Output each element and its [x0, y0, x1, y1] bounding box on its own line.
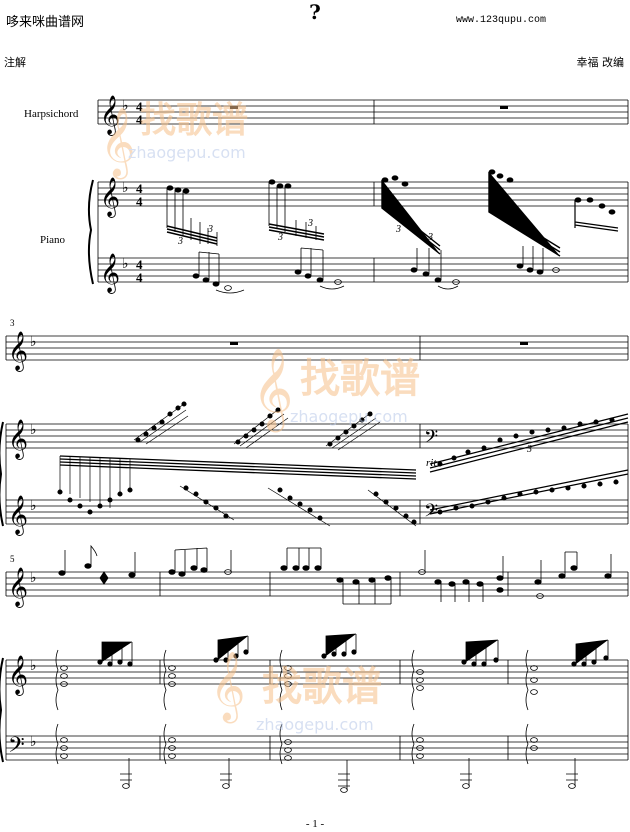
treble-clef-icon: 𝄞 [8, 655, 28, 696]
treble-clef-icon: 𝄞 [100, 253, 120, 294]
instrument-label-piano: Piano [40, 234, 66, 246]
svg-text:rit: rit [426, 457, 437, 469]
measure-number: 3 [10, 318, 15, 328]
treble-clef-icon: 𝄞 [8, 331, 28, 372]
treble-clef-icon: 𝄞 [100, 177, 120, 218]
staff-piano-treble-system-1 [98, 181, 628, 207]
bass-clef-icon: 𝄢 [8, 733, 25, 763]
flat-icon: ♭ [30, 498, 37, 514]
score-subtitle: 注解 [4, 56, 26, 69]
svg-text:4: 4 [136, 194, 143, 209]
flat-icon: ♭ [122, 256, 129, 272]
treble-clef-icon: 𝄞 [8, 567, 28, 608]
treble-clef-icon: 𝄞 [8, 419, 28, 460]
svg-text:𝄞: 𝄞 [210, 651, 245, 723]
flat-icon: ♭ [122, 180, 129, 196]
svg-text:3: 3 [307, 218, 313, 229]
svg-text:zhaogepu.com: zhaogepu.com [290, 407, 408, 426]
flat-icon: ♭ [30, 658, 37, 674]
instrument-label-harpsichord: Harpsichord [24, 108, 79, 120]
svg-text:3: 3 [277, 232, 283, 243]
flat-icon: ♭ [30, 570, 37, 586]
bass-clef-icon: 𝄢 [424, 427, 438, 452]
svg-text:3: 3 [526, 444, 532, 455]
treble-clef-icon: 𝄞 [100, 95, 120, 136]
page-number: - 1 - [305, 818, 325, 830]
flat-icon: ♭ [30, 734, 37, 750]
svg-text:找歌谱: 找歌谱 [140, 100, 248, 141]
svg-text:找歌谱: 找歌谱 [262, 664, 382, 710]
svg-text:3: 3 [207, 224, 213, 235]
flat-icon: ♭ [30, 422, 37, 438]
svg-text:4: 4 [136, 112, 143, 127]
svg-text:𝄞: 𝄞 [100, 107, 135, 179]
site-url: www.123qupu.com [455, 15, 546, 26]
flat-icon: ♭ [122, 98, 129, 114]
svg-text:3: 3 [177, 236, 183, 247]
treble-clef-icon: 𝄞 [8, 495, 28, 536]
measure-number: 5 [10, 554, 15, 564]
svg-text:3: 3 [427, 232, 433, 243]
svg-text:zhaogepu.com: zhaogepu.com [128, 143, 246, 162]
staff-harpsichord-system-1 [98, 99, 628, 125]
svg-text:4: 4 [136, 257, 143, 272]
staff-piano-bass-system-1 [98, 257, 628, 283]
svg-text:4: 4 [136, 99, 143, 114]
site-name: 哆来咪曲谱网 [6, 15, 85, 30]
svg-text:3: 3 [395, 224, 401, 235]
flat-icon: ♭ [30, 334, 37, 350]
svg-text:4: 4 [136, 270, 143, 285]
page-title: ? [309, 0, 321, 24]
svg-text:𝄞: 𝄞 [252, 347, 293, 432]
arranger-credit: 幸福 改编 [576, 56, 625, 69]
svg-text:4: 4 [136, 181, 143, 196]
watermark: 𝄞 找歌谱 zhaogepu.com 𝄞 找歌谱 zhaogepu.com 𝄞 … [100, 100, 420, 734]
svg-text:zhaogepu.com: zhaogepu.com [256, 715, 374, 734]
svg-text:找歌谱: 找歌谱 [300, 356, 420, 402]
